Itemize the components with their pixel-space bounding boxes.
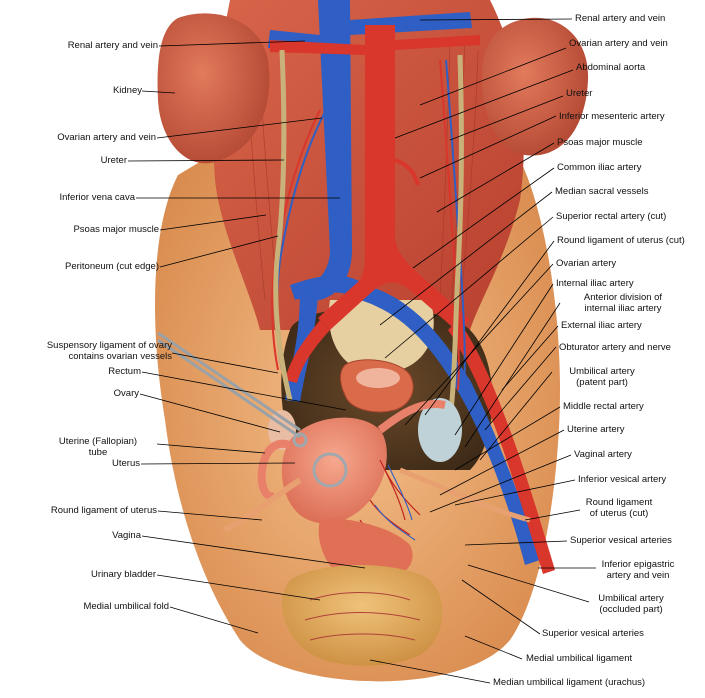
label-uterine-artery: Uterine artery (567, 424, 625, 435)
label-kidney: Kidney (112, 85, 142, 96)
label-umbilical-artery-occluded-line2: (occluded part) (599, 604, 663, 615)
abdominal-aorta (318, 25, 470, 332)
kidney-right (481, 17, 589, 156)
label-round-ligament-right: Round ligament of uterus (cut) (582, 497, 656, 519)
label-ureter-left: Ureter (100, 155, 127, 166)
label-inferior-mesenteric-artery: Inferior mesenteric artery (559, 111, 665, 122)
label-peritoneum-cut-edge: Peritoneum (cut edge) (65, 261, 159, 272)
label-round-ligament-left: Round ligament of uterus (50, 505, 157, 516)
label-umbilical-artery-patent-line2: (patent part) (576, 377, 628, 388)
label-superior-vesical-arteries-2: Superior vesical arteries (542, 628, 644, 639)
label-uterine-tube-line2: tube (88, 447, 108, 458)
label-vaginal-artery: Vaginal artery (574, 449, 632, 460)
label-renal-artery-vein-right: Renal artery and vein (575, 13, 666, 24)
label-round-ligament-right-line1: Round ligament (585, 497, 653, 508)
label-inferior-epigastric-line2: artery and vein (606, 570, 670, 581)
label-median-sacral-vessels: Median sacral vessels (555, 186, 649, 197)
label-abdominal-aorta: Abdominal aorta (576, 62, 646, 73)
label-umbilical-artery-occluded-line1: Umbilical artery (598, 593, 664, 604)
label-anterior-division: Anterior division of internal iliac arte… (560, 292, 686, 314)
label-median-umbilical-ligament: Median umbilical ligament (urachus) (493, 677, 646, 688)
label-inferior-vesical-artery: Inferior vesical artery (578, 474, 667, 485)
label-external-iliac-artery: External iliac artery (561, 320, 642, 331)
ovary-right (418, 398, 462, 462)
label-rectum: Rectum (108, 366, 141, 377)
label-ureter-right: Ureter (566, 88, 593, 99)
label-uterine-tube-line1: Uterine (Fallopian) (58, 436, 138, 447)
label-obturator-artery-nerve: Obturator artery and nerve (559, 342, 671, 353)
label-inferior-epigastric-line1: Inferior epigastric (601, 559, 675, 570)
label-superior-vesical-arteries-1: Superior vesical arteries (570, 535, 672, 546)
label-umbilical-artery-patent: Umbilical artery (patent part) (556, 366, 648, 388)
label-suspensory-ligament: Suspensory ligament of ovary contains ov… (2, 340, 172, 362)
label-suspensory-ligament-line2: contains ovarian vessels (68, 351, 173, 362)
label-uterine-tube: Uterine (Fallopian) tube (40, 436, 156, 458)
label-urinary-bladder: Urinary bladder (91, 569, 156, 580)
label-umbilical-artery-occluded: Umbilical artery (occluded part) (590, 593, 672, 615)
kidney-left (157, 13, 270, 164)
label-anterior-division-line1: Anterior division of (583, 292, 663, 303)
label-ovarian-artery-vein-right: Ovarian artery and vein (569, 38, 668, 49)
urinary-bladder (282, 565, 443, 666)
label-inferior-epigastric: Inferior epigastric artery and vein (596, 559, 680, 581)
label-medial-umbilical-ligament: Medial umbilical ligament (526, 653, 633, 664)
label-ovarian-artery: Ovarian artery (556, 258, 617, 269)
label-round-ligament-uterus-cut: Round ligament of uterus (cut) (557, 235, 685, 246)
leader-lines (127, 18, 596, 684)
label-ovary: Ovary (113, 388, 139, 399)
label-inferior-vena-cava: Inferior vena cava (59, 192, 135, 203)
label-vagina: Vagina (112, 530, 141, 541)
label-medial-umbilical-fold: Medial umbilical fold (83, 601, 169, 612)
label-round-ligament-right-line2: of uterus (cut) (589, 508, 649, 519)
label-umbilical-artery-patent-line1: Umbilical artery (569, 366, 635, 377)
inferior-vena-cava (298, 0, 352, 302)
label-renal-artery-vein-left: Renal artery and vein (67, 40, 158, 51)
label-uterus: Uterus (112, 458, 140, 469)
label-middle-rectal-artery: Middle rectal artery (563, 401, 644, 412)
uterus (281, 417, 387, 524)
label-suspensory-ligament-line1: Suspensory ligament of ovary (46, 340, 172, 351)
label-common-iliac-artery: Common iliac artery (557, 162, 642, 173)
label-psoas-major-right: Psoas major muscle (557, 137, 643, 148)
label-psoas-major-left: Psoas major muscle (73, 224, 159, 235)
label-ovarian-artery-vein-left: Ovarian artery and vein (57, 132, 156, 143)
label-internal-iliac-artery: Internal iliac artery (556, 278, 634, 289)
label-anterior-division-line2: internal iliac artery (584, 303, 662, 314)
label-superior-rectal-artery-cut: Superior rectal artery (cut) (556, 211, 667, 222)
